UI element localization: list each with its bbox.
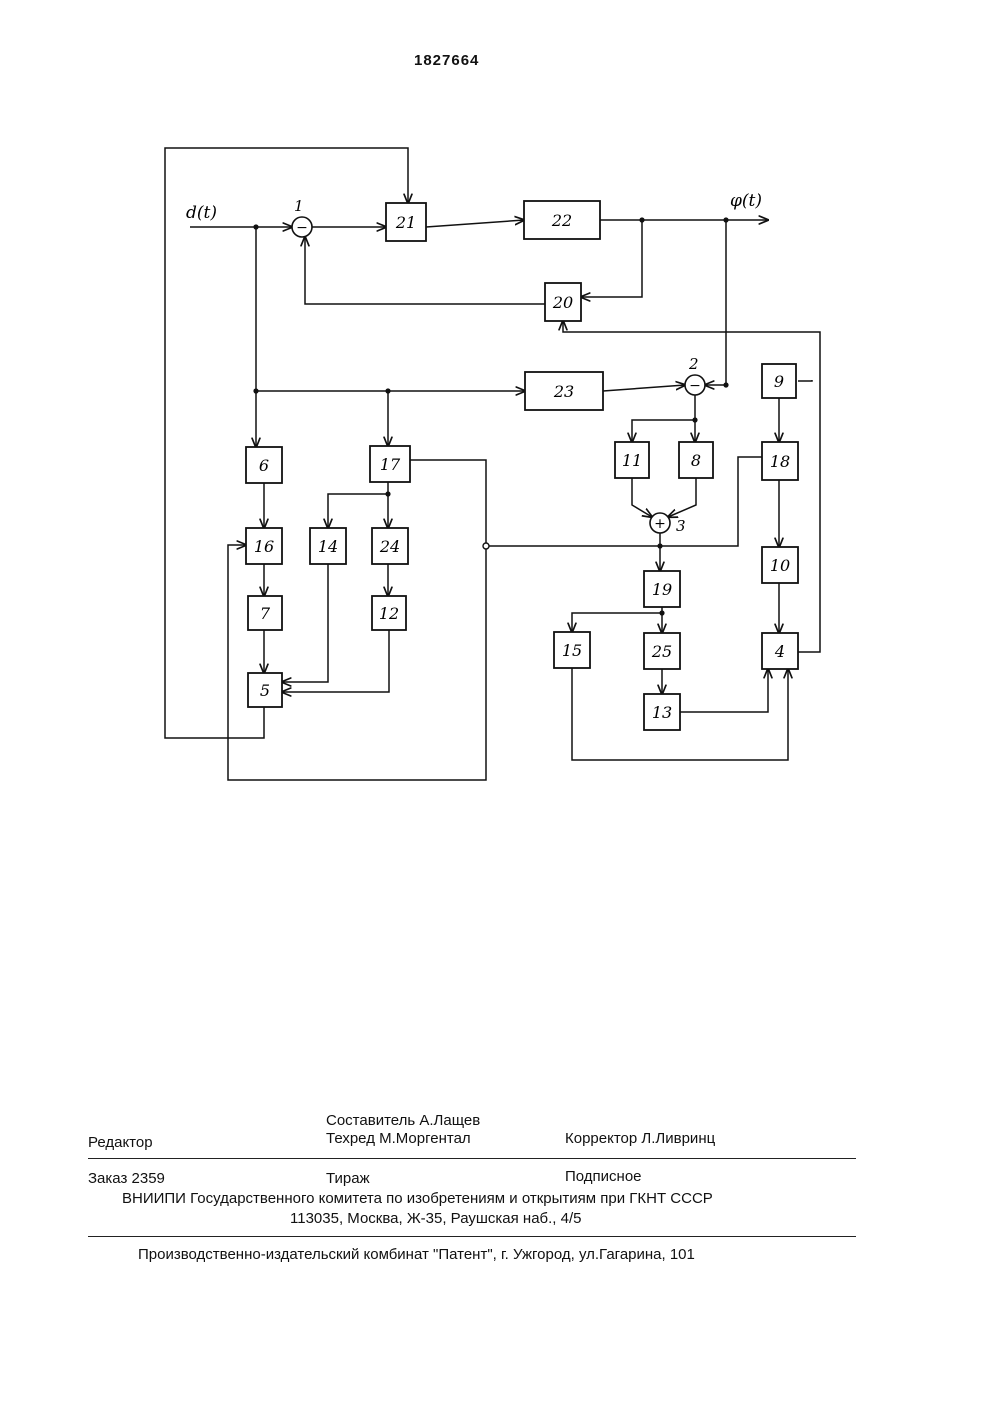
subscription-label: Подписное bbox=[565, 1168, 642, 1185]
junction-dot bbox=[723, 382, 728, 387]
block-label: 14 bbox=[318, 537, 338, 556]
order-number: Заказ 2359 bbox=[88, 1170, 165, 1187]
input-signal-label: d(t) bbox=[186, 203, 217, 223]
junction-dot bbox=[657, 543, 662, 548]
open-junction bbox=[483, 543, 489, 549]
block-19: 19 bbox=[644, 571, 680, 607]
junction-dot bbox=[659, 610, 664, 615]
output-signal-label: φ(t) bbox=[730, 191, 762, 211]
block-18: 18 bbox=[762, 442, 798, 480]
editor-label: Редактор bbox=[88, 1134, 153, 1151]
connection-line bbox=[165, 148, 408, 738]
node-label: 3 bbox=[676, 517, 686, 535]
node-sign: − bbox=[296, 220, 308, 236]
junction-dot bbox=[253, 388, 258, 393]
block-14: 14 bbox=[310, 528, 346, 564]
corrector-line: Корректор Л.Ливринц bbox=[565, 1130, 715, 1147]
block-13: 13 bbox=[644, 694, 680, 730]
block-label: 6 bbox=[259, 456, 269, 475]
connection-line bbox=[680, 669, 768, 712]
block-9: 9 bbox=[762, 364, 796, 398]
divider-bottom bbox=[88, 1236, 856, 1237]
block-24: 24 bbox=[372, 528, 408, 564]
block-label: 9 bbox=[774, 372, 784, 391]
block-15: 15 bbox=[554, 632, 590, 668]
compiler-line: Составитель А.Лащев bbox=[326, 1112, 480, 1129]
block-23: 23 bbox=[525, 372, 603, 410]
block-label: 11 bbox=[622, 451, 642, 470]
divider-top bbox=[88, 1158, 856, 1159]
block-7: 7 bbox=[248, 596, 282, 630]
junction-dot bbox=[253, 224, 258, 229]
junction-dot bbox=[385, 388, 390, 393]
block-label: 20 bbox=[552, 293, 573, 312]
block-label: 17 bbox=[380, 455, 401, 474]
tech-editor-line: Техред М.Моргентал bbox=[326, 1130, 471, 1147]
block-21: 21 bbox=[386, 203, 426, 241]
connection-line bbox=[305, 237, 545, 304]
block-label: 24 bbox=[379, 537, 400, 556]
block-label: 13 bbox=[652, 703, 672, 722]
block-5: 5 bbox=[248, 673, 282, 707]
junction-dot bbox=[639, 217, 644, 222]
block-10: 10 bbox=[762, 547, 798, 583]
circulation-label: Тираж bbox=[326, 1170, 370, 1187]
block-label: 10 bbox=[770, 556, 790, 575]
block-label: 15 bbox=[562, 641, 582, 660]
node-label: 2 bbox=[688, 355, 699, 373]
connection-line bbox=[572, 613, 662, 632]
block-12: 12 bbox=[372, 596, 406, 630]
block-label: 18 bbox=[770, 452, 790, 471]
block-label: 5 bbox=[260, 681, 270, 700]
block-diagram: 21222023961711818161424107121915254513 −… bbox=[0, 0, 1000, 820]
block-label: 4 bbox=[774, 642, 785, 661]
connection-line bbox=[282, 564, 328, 682]
connection-line bbox=[798, 380, 812, 381]
junction-dot bbox=[723, 217, 728, 222]
block-25: 25 bbox=[644, 633, 680, 669]
connection-line bbox=[632, 478, 652, 517]
block-22: 22 bbox=[524, 201, 600, 239]
block-4: 4 bbox=[762, 633, 798, 669]
block-16: 16 bbox=[246, 528, 282, 564]
connection-line bbox=[426, 220, 524, 227]
block-label: 22 bbox=[551, 211, 572, 230]
block-label: 16 bbox=[254, 537, 274, 556]
node-label: 1 bbox=[294, 197, 304, 215]
node-sign: − bbox=[689, 378, 701, 394]
block-label: 19 bbox=[652, 580, 672, 599]
publisher-line: Производственно-издательский комбинат "П… bbox=[138, 1246, 695, 1263]
connection-line bbox=[603, 385, 685, 391]
summing-node-2: −2 bbox=[685, 355, 705, 395]
connection-line bbox=[705, 220, 726, 385]
connection-line bbox=[632, 395, 695, 442]
block-label: 8 bbox=[691, 451, 701, 470]
summing-node-3: +3 bbox=[650, 513, 686, 535]
connection-line bbox=[328, 494, 388, 528]
summing-node-1: −1 bbox=[292, 197, 312, 237]
block-11: 11 bbox=[615, 442, 649, 478]
block-8: 8 bbox=[679, 442, 713, 478]
junction-dot bbox=[385, 491, 390, 496]
junction-dot bbox=[692, 417, 697, 422]
address-line: 113035, Москва, Ж-35, Раушская наб., 4/5 bbox=[290, 1210, 582, 1227]
block-label: 23 bbox=[553, 382, 574, 401]
block-label: 25 bbox=[651, 642, 672, 661]
block-20: 20 bbox=[545, 283, 581, 321]
block-label: 12 bbox=[379, 604, 399, 623]
node-sign: + bbox=[654, 516, 666, 532]
block-label: 21 bbox=[395, 213, 416, 232]
block-17: 17 bbox=[370, 446, 410, 482]
institute-line: ВНИИПИ Государственного комитета по изоб… bbox=[122, 1190, 713, 1207]
connection-line bbox=[668, 478, 696, 517]
block-6: 6 bbox=[246, 447, 282, 483]
block-label: 7 bbox=[260, 604, 271, 623]
